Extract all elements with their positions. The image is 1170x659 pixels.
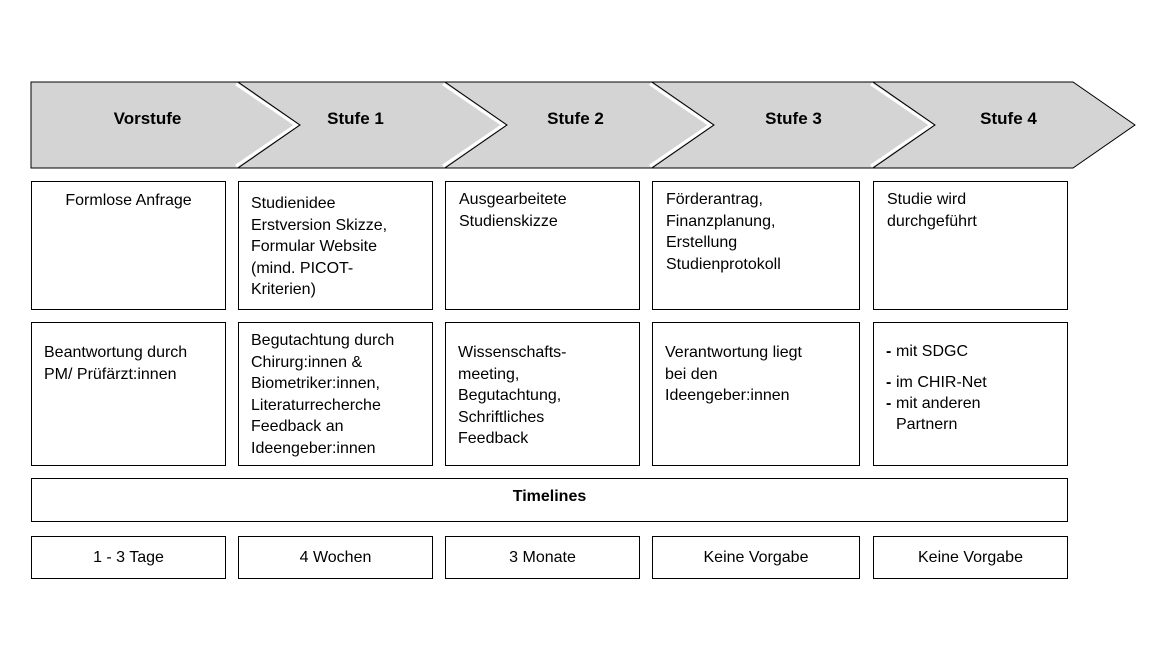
stufe-2-review-text: Wissenschafts- meeting, Begutachtung, Sc… [458, 344, 567, 447]
stage-label-stufe-3: Stufe 3 [765, 109, 822, 128]
stage-label-stufe-4: Stufe 4 [980, 109, 1037, 128]
stage-label-vorstufe: Vorstufe [113, 109, 182, 128]
stufe-2-input-box: Ausgearbeitete Studienskizze [445, 181, 640, 310]
stufe-1-input-box: Studienidee Erstversion Skizze, Formular… [238, 181, 433, 310]
stufe-4-partners-box: mit SDGC im CHIR-Net mit anderen Partner… [873, 322, 1068, 466]
arrow-stufe-4 [871, 81, 1136, 169]
duration-vorstufe: 1 - 3 Tage [31, 536, 226, 579]
stufe-3-input-box: Förderantrag, Finanzplanung, Erstellung … [652, 181, 860, 310]
stage-label-stufe-1: Stufe 1 [327, 109, 384, 128]
stage-arrows [30, 81, 1136, 169]
vorstufe-review-box: Beantwortung durch PM/ Prüfärzt:innen [31, 322, 226, 466]
partners-list: mit SDGC im CHIR-Net mit anderen Partner… [874, 323, 1067, 435]
stufe-4-input-text: Studie wird durchgeführt [887, 191, 977, 230]
duration-stufe-4: Keine Vorgabe [873, 536, 1068, 579]
stufe-1-review-text: Begutachtung durch Chirurg:innen & Biome… [251, 332, 395, 457]
stufe-1-review-box: Begutachtung durch Chirurg:innen & Biome… [238, 322, 433, 466]
vorstufe-input-text: Formlose Anfrage [65, 192, 192, 209]
partner-item: im CHIR-Net [886, 372, 1059, 393]
duration-stufe-3: Keine Vorgabe [652, 536, 860, 579]
stufe-3-review-box: Verantwortung liegt bei den Ideengeber:i… [652, 322, 860, 466]
duration-stufe-1: 4 Wochen [238, 536, 433, 579]
stufe-3-input-text: Förderantrag, Finanzplanung, Erstellung … [666, 191, 781, 273]
stufe-4-input-box: Studie wird durchgeführt [873, 181, 1068, 310]
vorstufe-input-box: Formlose Anfrage [31, 181, 226, 310]
partner-item: mit anderen Partnern [886, 393, 1059, 435]
partner-item: mit SDGC [886, 341, 1059, 362]
stufe-2-review-box: Wissenschafts- meeting, Begutachtung, Sc… [445, 322, 640, 466]
stufe-2-input-text: Ausgearbeitete Studienskizze [459, 191, 567, 230]
stage-label-stufe-2: Stufe 2 [547, 109, 604, 128]
stufe-1-input-text: Studienidee Erstversion Skizze, Formular… [251, 195, 388, 298]
timelines-header: Timelines [31, 478, 1068, 522]
stufe-3-review-text: Verantwortung liegt bei den Ideengeber:i… [665, 344, 802, 404]
duration-stufe-2: 3 Monate [445, 536, 640, 579]
vorstufe-review-text: Beantwortung durch PM/ Prüfärzt:innen [44, 344, 188, 383]
